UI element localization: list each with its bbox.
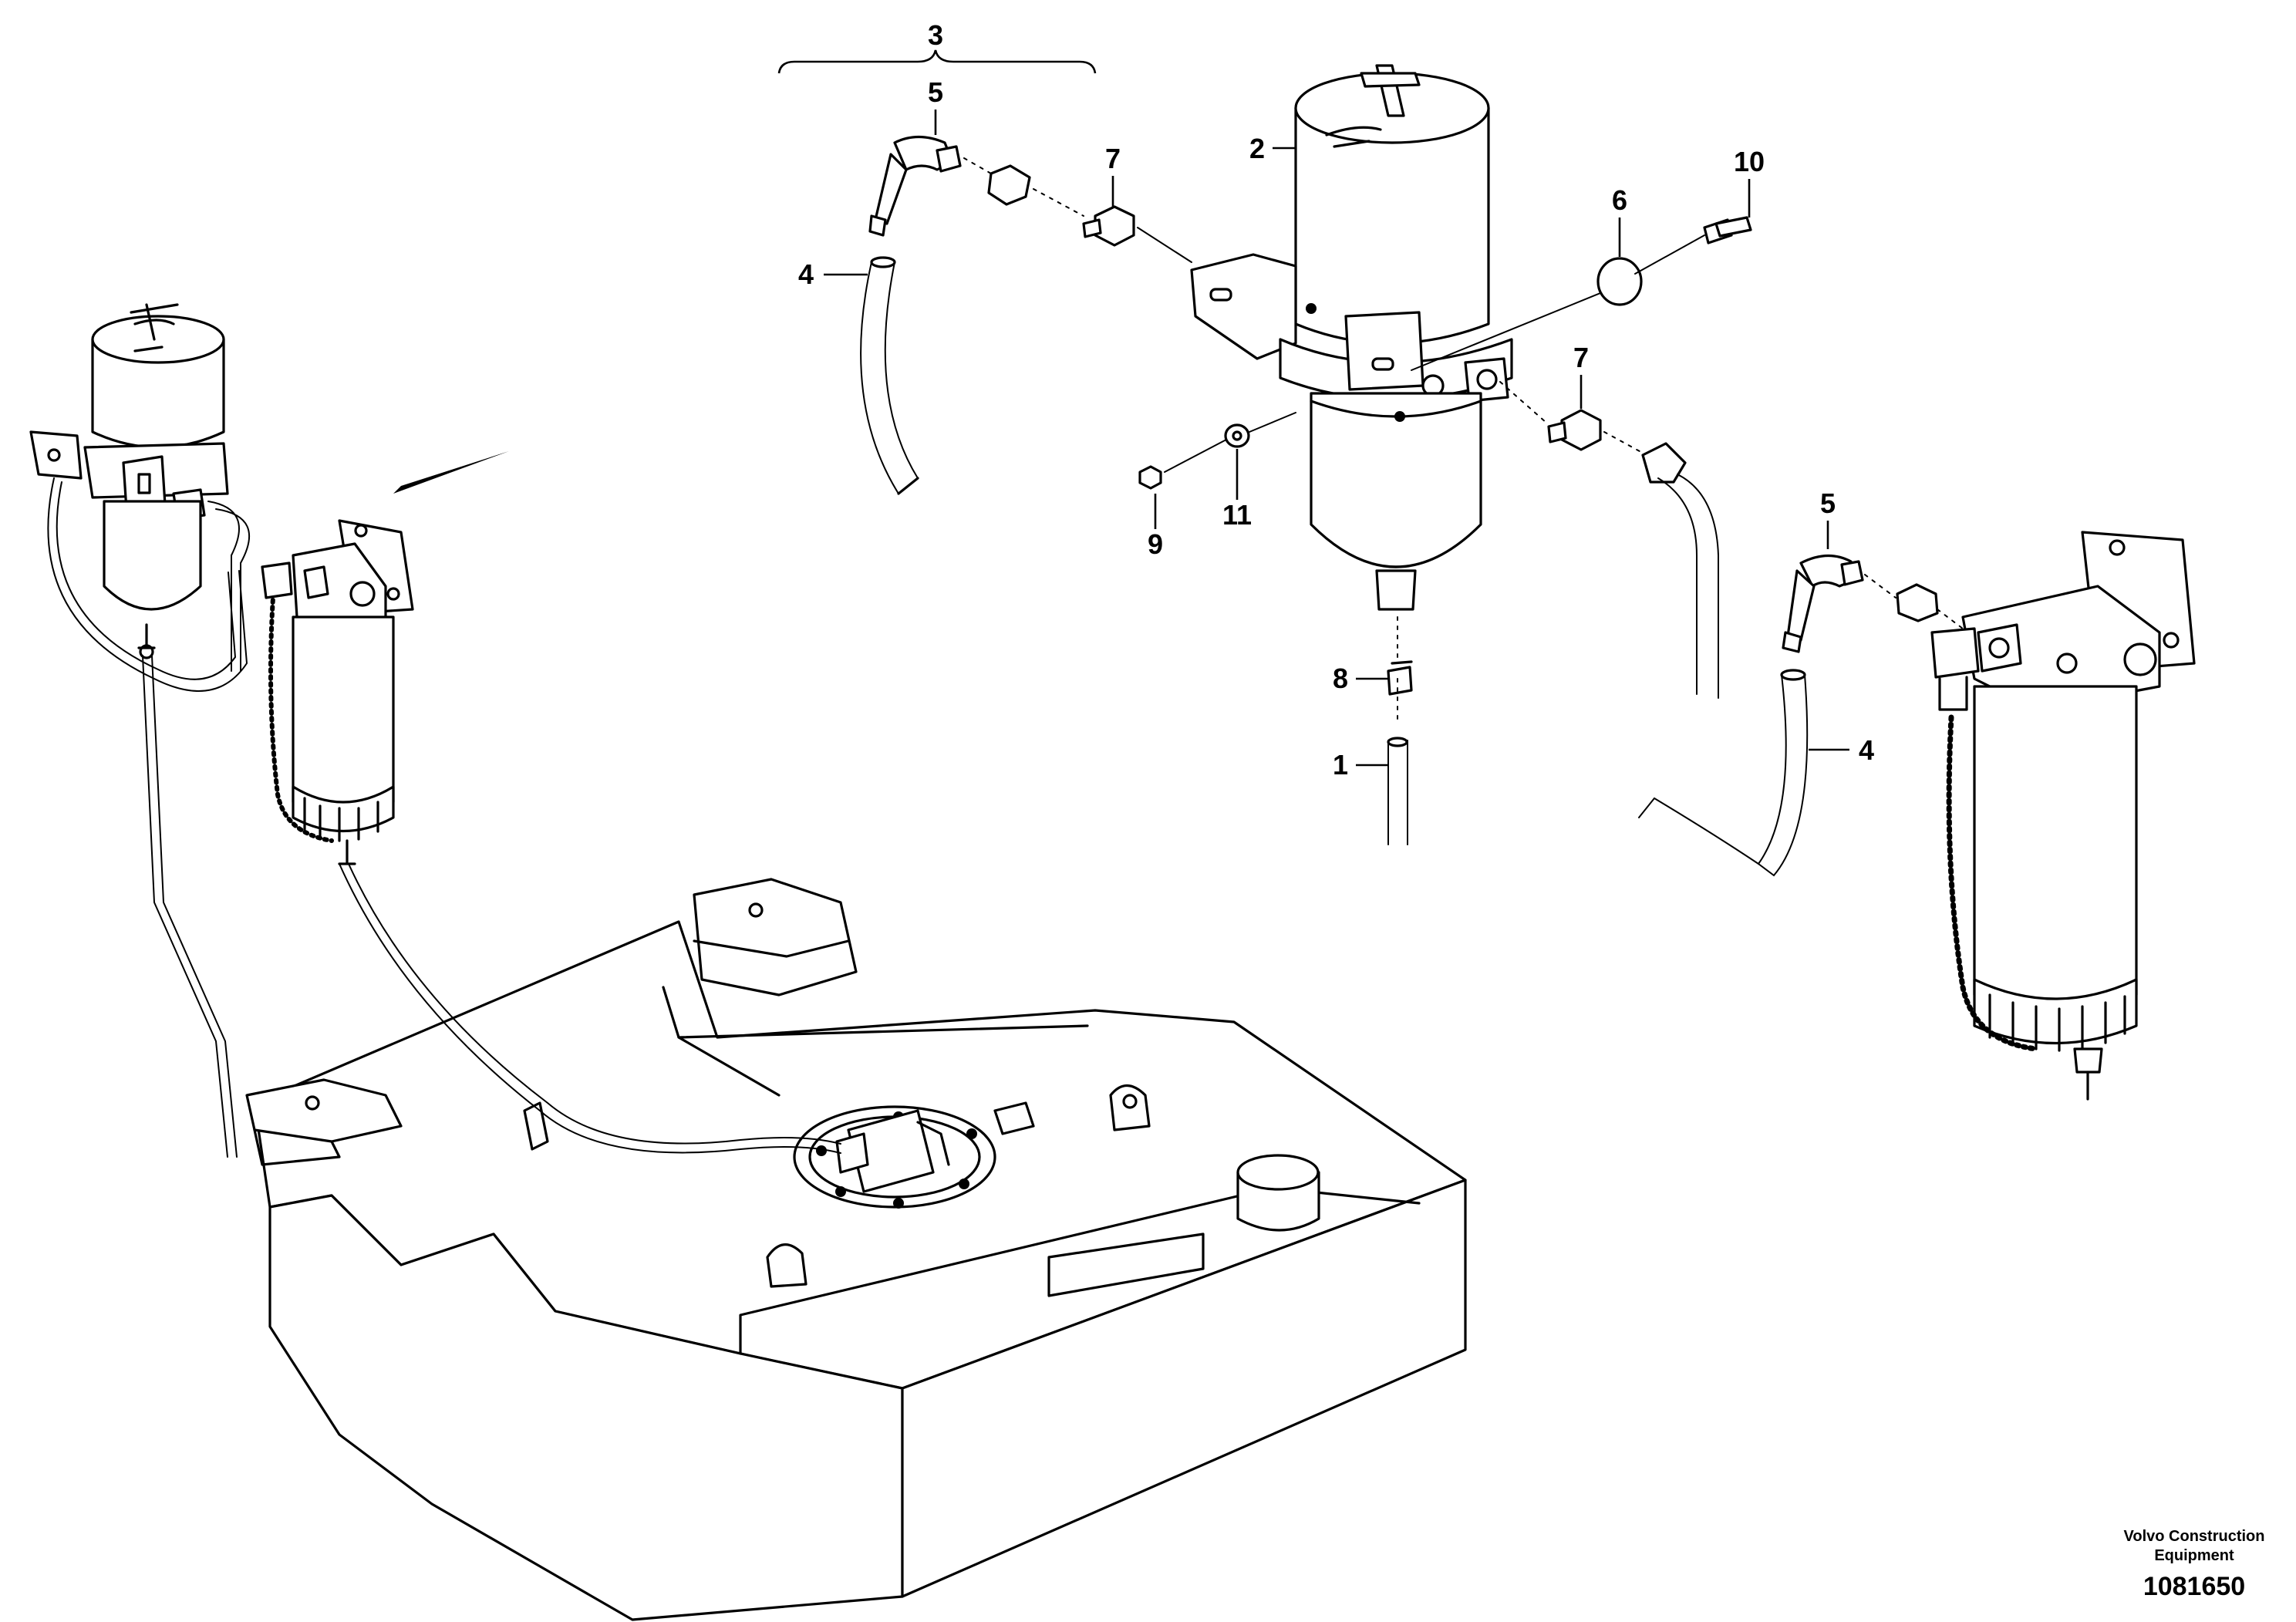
brand-line-2: Equipment [2154, 1547, 2234, 1564]
brand-line-1: Volvo Construction [2124, 1528, 2265, 1545]
callout-11: 11 [1222, 499, 1252, 531]
callout-4: 4 [1859, 734, 1874, 766]
fuel-tank-icon [245, 878, 1467, 1621]
callout-10: 10 [1734, 146, 1765, 177]
fuel-filter-icon [860, 64, 1752, 845]
fuel-filter-icon [29, 303, 251, 1158]
drawing-number: 1081650 [2143, 1572, 2245, 1601]
callout-7: 7 [1573, 342, 1589, 373]
fuel-filter-icon [261, 451, 841, 1154]
callout-4: 4 [798, 258, 814, 290]
callout-1: 1 [1333, 749, 1348, 781]
callout-9: 9 [1148, 528, 1163, 560]
callout-3: 3 [928, 19, 943, 51]
fuel-filter-icon [1638, 531, 2196, 1101]
callout-7: 7 [1105, 143, 1121, 174]
callout-8: 8 [1333, 663, 1348, 694]
callout-2: 2 [1249, 133, 1265, 164]
brace-3 [777, 49, 1097, 74]
callout-5: 5 [928, 76, 943, 108]
callout-5: 5 [1820, 487, 1836, 519]
callout-6: 6 [1612, 184, 1627, 216]
